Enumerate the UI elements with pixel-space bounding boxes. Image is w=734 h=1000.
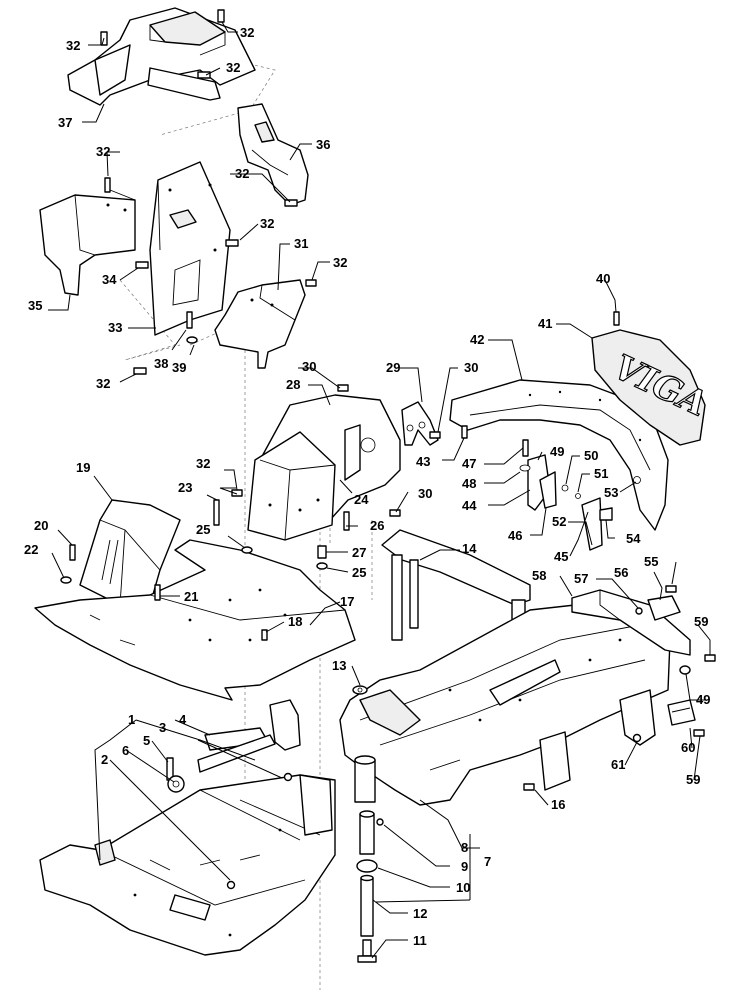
callout-32: 32 [235,166,249,181]
part-56-bracket [647,595,681,621]
callout-55: 55 [644,554,658,569]
part-35-side-cover [39,189,136,296]
part-5-6-pin-bush [166,757,185,793]
fittings-44-54 [519,454,641,551]
callout-57: 57 [574,571,588,586]
part-7-pivot-stack [352,685,378,963]
callout-53: 53 [604,485,618,500]
callout-33: 33 [108,320,122,335]
callout-32: 32 [226,60,240,75]
callout-39: 39 [172,360,186,375]
part-58-crossbar [571,589,691,656]
callout-32: 32 [66,38,80,53]
callout-25: 25 [196,522,210,537]
callout-30: 30 [302,359,316,374]
callout-23: 23 [178,480,192,495]
callout-16: 16 [551,797,565,812]
callout-36: 36 [316,137,330,152]
part-28-seat-housing [247,394,401,541]
callout-9: 9 [461,859,468,874]
part-41-seat-back: VIGA [591,329,713,446]
callout-25: 25 [352,565,366,580]
callout-51: 51 [594,466,608,481]
callout-labels: 32 32 32 37 36 32 32 32 31 32 34 35 33 3… [24,25,710,948]
callout-40: 40 [596,271,610,286]
callout-22: 22 [24,542,38,557]
callout-59: 59 [686,772,700,787]
callout-10: 10 [456,880,470,895]
callout-32: 32 [240,25,254,40]
callout-32: 32 [96,144,110,159]
callout-2: 2 [101,752,108,767]
part-37-top-panel [67,7,256,106]
callout-45: 45 [554,549,568,564]
main-chassis-frame [339,599,671,806]
callout-6: 6 [122,743,129,758]
callout-32: 32 [96,376,110,391]
callout-14: 14 [462,541,477,556]
callout-32: 32 [260,216,274,231]
callout-38: 38 [154,356,168,371]
callout-17: 17 [340,594,354,609]
callout-18: 18 [288,614,302,629]
callout-50: 50 [584,448,598,463]
callout-60: 60 [681,740,695,755]
part-36-bracket [237,103,309,206]
callout-47: 47 [462,456,476,471]
callout-35: 35 [28,298,42,313]
callout-8: 8 [461,840,468,855]
part-29-hinge [401,401,439,446]
part-60-clip [667,699,696,726]
part-33-vertical-plate [149,161,231,336]
callout-56: 56 [614,565,628,580]
callout-59: 59 [694,614,708,629]
callout-28: 28 [286,377,300,392]
callout-41: 41 [538,316,552,331]
callout-24: 24 [354,492,369,507]
callout-4: 4 [179,712,187,727]
part-17-floor-plate [34,539,356,701]
callout-20: 20 [34,518,48,533]
callout-3: 3 [159,720,166,735]
callout-44: 44 [462,498,477,513]
callout-7: 7 [484,854,491,869]
part-31-rear-cover [214,279,306,369]
front-lower-frame [39,774,336,956]
callout-34: 34 [102,272,117,287]
callout-11: 11 [413,933,427,948]
callout-46: 46 [508,528,522,543]
callout-30: 30 [418,486,432,501]
callout-26: 26 [370,518,384,533]
callout-29: 29 [386,360,400,375]
callout-1: 1 [128,712,135,727]
callout-42: 42 [470,332,484,347]
callout-48: 48 [462,476,476,491]
callout-5: 5 [143,733,150,748]
callout-43: 43 [416,454,430,469]
leader-lines [48,21,711,959]
callout-32: 32 [196,456,210,471]
callout-49: 49 [696,692,710,707]
callout-13: 13 [332,658,346,673]
callout-49: 49 [550,444,564,459]
callout-32: 32 [333,255,347,270]
callout-19: 19 [76,460,90,475]
callout-27: 27 [352,545,366,560]
callout-54: 54 [626,531,641,546]
callout-52: 52 [552,514,566,529]
callout-31: 31 [294,236,308,251]
callout-21: 21 [184,589,198,604]
callout-12: 12 [413,906,427,921]
part-4-axle [197,699,301,773]
callout-58: 58 [532,568,546,583]
callout-30: 30 [464,360,478,375]
callout-37: 37 [58,115,72,130]
callout-61: 61 [611,757,625,772]
